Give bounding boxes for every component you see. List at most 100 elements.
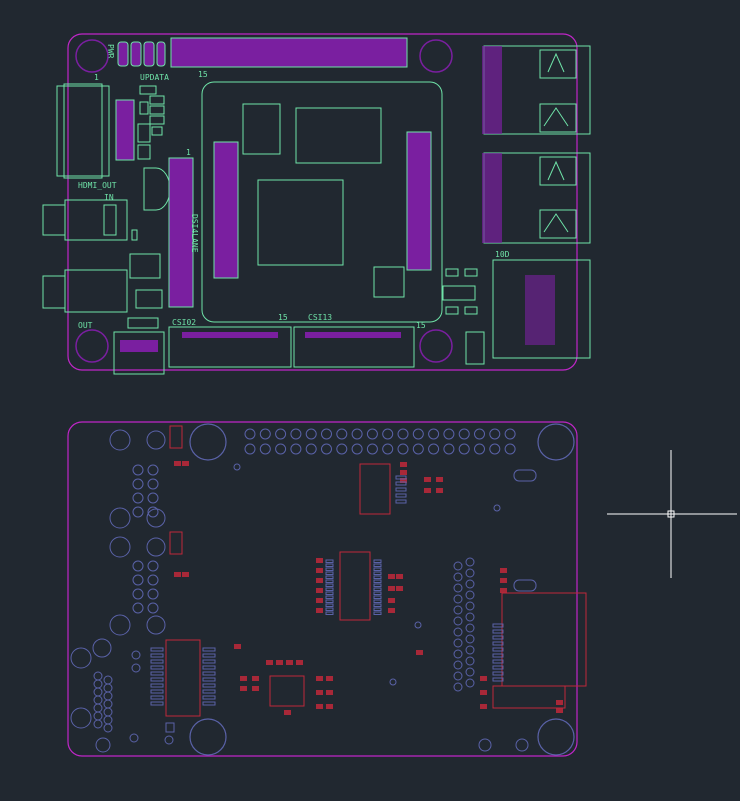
ic-pin — [150, 701, 164, 706]
label-pin15-csi3: 15 — [416, 321, 426, 330]
ic-pin — [492, 671, 504, 676]
hole — [458, 443, 470, 455]
hole — [103, 707, 113, 717]
hole — [305, 443, 317, 455]
hole — [412, 428, 424, 440]
hole — [93, 703, 103, 713]
ic-pin — [202, 683, 216, 688]
hole — [146, 615, 166, 635]
hole — [366, 428, 378, 440]
ic-pin — [492, 653, 504, 658]
red-pad — [400, 462, 407, 467]
ic-pin — [325, 599, 334, 603]
pmic-chip — [373, 266, 405, 298]
ic-pin — [325, 579, 334, 583]
audio-jack-out — [42, 253, 163, 329]
hole — [443, 443, 455, 455]
red-pad — [400, 478, 407, 483]
hole — [93, 711, 103, 721]
ic-pin — [325, 583, 334, 587]
ic-pin — [373, 579, 382, 583]
hole — [321, 443, 332, 455]
usb-port — [113, 331, 165, 375]
hole — [351, 428, 363, 440]
ic-pin — [492, 677, 504, 682]
hole — [146, 537, 166, 557]
hole — [290, 428, 302, 440]
top-board-view: 15 PWR UPDATA 1 HDMI_OUT IN — [42, 33, 591, 375]
red-pad — [316, 608, 323, 613]
red-pad — [436, 488, 443, 493]
red-pad — [234, 644, 241, 649]
ic-pin — [150, 683, 164, 688]
hole — [147, 602, 159, 614]
red-pad — [316, 568, 323, 573]
hole — [147, 560, 159, 572]
hole — [93, 671, 103, 681]
red-pad — [556, 700, 563, 705]
label-csi2: CSI02 — [172, 318, 196, 327]
label-pwr: PWR — [106, 44, 115, 59]
hole — [146, 508, 166, 528]
ic-pin — [373, 563, 382, 567]
hole — [103, 675, 113, 685]
hole — [275, 428, 287, 440]
ic-pin — [150, 695, 164, 700]
hole — [453, 572, 463, 582]
hole — [92, 638, 112, 658]
csi3-connector — [293, 326, 415, 368]
hole — [275, 443, 287, 455]
ic-pin — [373, 559, 382, 563]
hole — [443, 428, 455, 440]
red-pad — [182, 572, 189, 577]
ic-pin — [202, 695, 216, 700]
red-pad — [388, 574, 395, 579]
hole — [244, 443, 256, 455]
ic-pin — [373, 595, 382, 599]
ic-pin — [373, 575, 382, 579]
dsi-connector — [168, 157, 194, 308]
ic-pin — [395, 499, 407, 504]
hole — [465, 634, 475, 644]
ic-pin — [492, 641, 504, 646]
csi3-pads — [305, 332, 401, 338]
hole — [382, 443, 394, 455]
hole — [147, 464, 159, 476]
bottom-board-view — [67, 421, 587, 757]
hole — [453, 616, 463, 626]
hole — [146, 430, 166, 450]
hole — [453, 627, 463, 637]
hole — [131, 663, 141, 673]
hole — [147, 506, 159, 518]
red-pad — [296, 660, 303, 665]
ic-pin — [202, 653, 216, 658]
ic-pin — [202, 671, 216, 676]
hole — [382, 428, 394, 440]
hole — [109, 536, 131, 558]
ic-pin — [325, 603, 334, 607]
red-pad — [500, 588, 507, 593]
hole — [93, 719, 103, 729]
hole — [336, 443, 348, 455]
left-hole-column — [92, 429, 166, 733]
label-hdmi-out: HDMI_OUT — [78, 181, 117, 190]
top-board-outline — [67, 33, 578, 371]
ic-pin — [395, 481, 407, 486]
hole — [453, 638, 463, 648]
red-smd-pads — [174, 461, 563, 715]
ic-pin — [373, 583, 382, 587]
ic-pin — [325, 607, 334, 611]
red-pad — [556, 708, 563, 713]
ethernet-pads — [525, 275, 555, 345]
hole — [93, 687, 103, 697]
label-out: OUT — [78, 321, 93, 330]
hole — [147, 478, 159, 490]
red-pad — [286, 660, 293, 665]
right-smd-parts — [442, 268, 485, 365]
ic-pin — [373, 607, 382, 611]
red-pad — [326, 690, 333, 695]
red-pad — [400, 470, 407, 475]
core-module — [201, 81, 443, 323]
ic-pin — [325, 595, 334, 599]
